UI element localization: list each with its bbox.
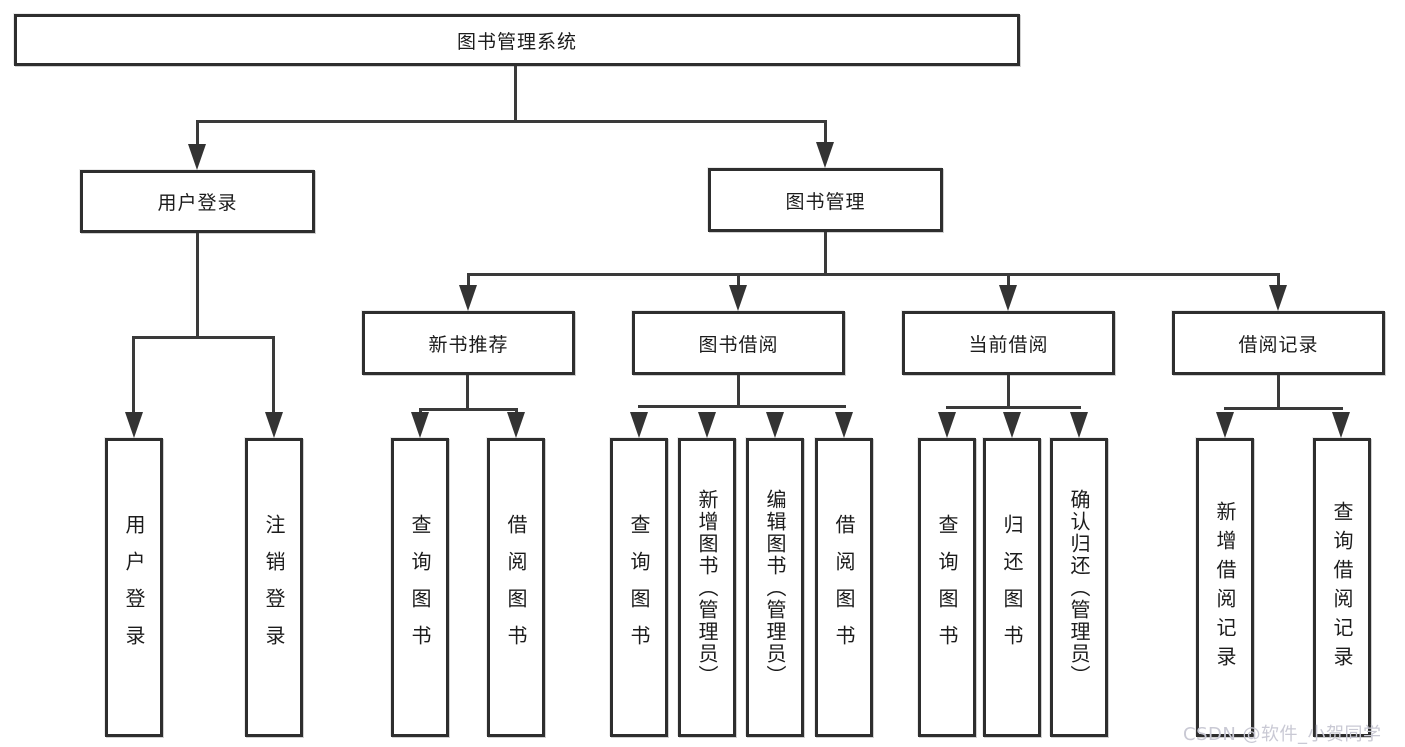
arrow-down-icon: [1269, 285, 1287, 311]
node-leaf-query-borrow-record: 查询借阅记录: [1313, 438, 1371, 737]
leaf-label: 新增借阅记录: [1213, 500, 1237, 675]
node-leaf-query-books-2: 查询图书: [610, 438, 668, 737]
node-new-books-label: 新书推荐: [428, 333, 509, 356]
node-leaf-query-books-1: 查询图书: [391, 438, 449, 737]
connector-to-login: [196, 120, 199, 152]
node-leaf-borrow-books-1: 借阅图书: [487, 438, 545, 737]
arrow-down-icon: [459, 285, 477, 311]
connector-login-stub: [196, 233, 199, 336]
node-leaf-edit-books-admin: 编辑图书（管理员）: [746, 438, 804, 737]
leaf-label: 借阅图书: [504, 513, 528, 662]
connector-to-mgmt: [824, 120, 827, 150]
node-book-management: 图书管理: [708, 168, 943, 232]
node-new-books: 新书推荐: [362, 311, 575, 375]
arrow-down-icon: [729, 285, 747, 311]
node-leaf-add-borrow-record: 新增借阅记录: [1196, 438, 1254, 737]
node-book-borrow-label: 图书借阅: [698, 333, 779, 356]
arrow-down-icon: [265, 412, 283, 438]
node-user-login: 用户登录: [80, 170, 315, 233]
connector-current-borrow-stub: [1007, 375, 1010, 409]
node-library-system-label: 图书管理系统: [456, 30, 577, 53]
arrow-down-icon: [1070, 412, 1088, 438]
connector-new-books-stub: [466, 375, 469, 411]
leaf-label: 借阅图书: [832, 513, 856, 662]
node-leaf-add-books-admin: 新增图书（管理员）: [678, 438, 736, 737]
connector-mgmt-stub: [824, 232, 827, 273]
node-user-login-label: 用户登录: [157, 192, 238, 214]
node-leaf-return-books: 归还图书: [983, 438, 1041, 737]
connector-current-borrow-branch: [946, 406, 1081, 409]
node-borrow-records: 借阅记录: [1172, 311, 1385, 375]
arrow-down-icon: [1003, 412, 1021, 438]
leaf-label: 注销登录: [262, 513, 286, 662]
node-leaf-query-books-3: 查询图书: [918, 438, 976, 737]
leaf-label: 新增图书（管理员）: [695, 488, 719, 687]
arrow-down-icon: [1332, 412, 1350, 438]
connector-root-stub: [514, 66, 517, 120]
leaf-label: 查询图书: [408, 513, 432, 662]
connector-to-current-borrow: [1007, 273, 1010, 291]
arrow-down-icon: [630, 412, 648, 438]
arrow-down-icon: [411, 412, 429, 438]
arrow-down-icon: [1216, 412, 1234, 438]
connector-to-new-books: [467, 273, 470, 291]
arrow-down-icon: [938, 412, 956, 438]
csdn-watermark: CSDN @软件_小贺同学: [1183, 724, 1382, 745]
connector-root-branch: [196, 120, 827, 123]
connector-to-borrow-records: [1277, 273, 1280, 291]
node-book-management-label: 图书管理: [785, 190, 866, 213]
leaf-label: 查询图书: [627, 513, 651, 662]
connector-book-borrow-stub: [737, 375, 740, 408]
arrow-down-icon: [766, 412, 784, 438]
connector-new-books-branch: [419, 408, 518, 411]
leaf-label: 确认归还（管理员）: [1067, 488, 1091, 687]
node-leaf-user-login: 用户登录: [105, 438, 163, 737]
connector-login-branch: [132, 336, 275, 339]
node-leaf-logout: 注销登录: [245, 438, 303, 737]
arrow-down-icon: [835, 412, 853, 438]
arrow-down-icon: [816, 142, 834, 168]
node-leaf-borrow-books-2: 借阅图书: [815, 438, 873, 737]
leaf-label: 用户登录: [122, 513, 146, 662]
node-borrow-records-label: 借阅记录: [1238, 333, 1319, 356]
leaf-label: 查询图书: [935, 513, 959, 662]
arrow-down-icon: [698, 412, 716, 438]
arrow-down-icon: [125, 412, 143, 438]
connector-mgmt-branch: [467, 273, 1280, 276]
node-current-borrow: 当前借阅: [902, 311, 1115, 375]
connector-borrow-records-stub: [1277, 375, 1280, 410]
node-current-borrow-label: 当前借阅: [968, 333, 1049, 356]
connector-login-child2: [272, 336, 275, 418]
connector-login-child1: [132, 336, 135, 418]
connector-to-book-borrow: [737, 273, 740, 291]
connector-borrow-records-branch: [1224, 407, 1343, 410]
leaf-label: 编辑图书（管理员）: [763, 488, 787, 687]
connector-book-borrow-branch: [638, 405, 846, 408]
arrow-down-icon: [999, 285, 1017, 311]
node-book-borrow: 图书借阅: [632, 311, 845, 375]
arrow-down-icon: [507, 412, 525, 438]
node-library-system: 图书管理系统: [14, 14, 1020, 66]
leaf-label: 归还图书: [1000, 513, 1024, 662]
leaf-label: 查询借阅记录: [1330, 500, 1354, 675]
arrow-down-icon: [188, 144, 206, 170]
node-leaf-confirm-return-admin: 确认归还（管理员）: [1050, 438, 1108, 737]
